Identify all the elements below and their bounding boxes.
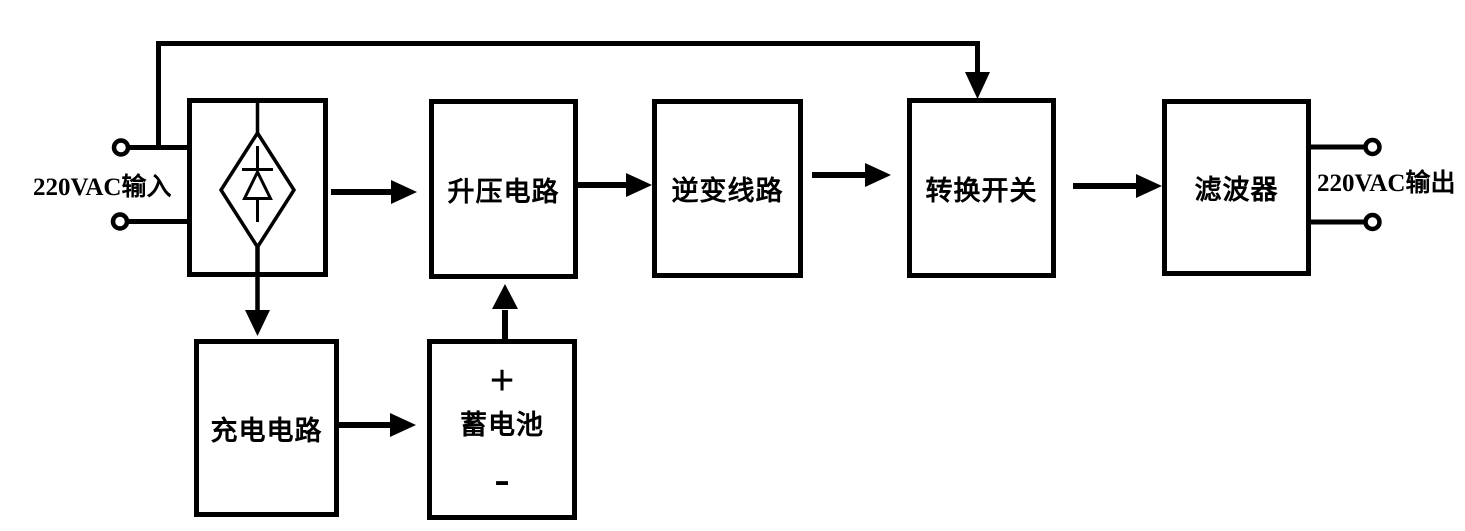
block-filter-label: 滤波器 (1194, 175, 1279, 205)
battery-plus-sign: + (489, 356, 515, 405)
arrow-charger-to-battery (337, 413, 416, 437)
block-transfer-switch: 转换开关 (907, 98, 1056, 278)
block-boost-label: 升压电路 (447, 176, 560, 207)
output-terminal-bottom-icon (1363, 212, 1382, 232)
output-voltage-label: 220VAC输出 (1317, 170, 1456, 197)
block-charger-circuit: 充电电路 (194, 339, 339, 517)
arrowhead-icon (626, 173, 652, 197)
input-terminal-top-icon (111, 138, 131, 157)
block-charger-label: 充电电路 (210, 415, 323, 446)
arrow-rectifier-to-charger (245, 247, 270, 336)
block-rectifier (187, 98, 328, 277)
block-inverter-label: 逆变线路 (671, 176, 784, 206)
block-transfer-switch-label: 转换开关 (925, 175, 1038, 206)
block-filter: 滤波器 (1162, 99, 1311, 276)
input-terminal-bottom-icon (110, 212, 130, 231)
block-battery: + 蓄电池 - (427, 339, 577, 520)
arrowhead-icon (492, 284, 518, 309)
arrow-switch-to-filter (1073, 174, 1162, 198)
arrow-battery-to-boost (492, 284, 518, 342)
arrowhead-icon (245, 310, 270, 336)
arrow-rectifier-to-boost (331, 180, 417, 204)
arrowhead-icon (865, 163, 891, 187)
arrow-boost-to-inverter (578, 173, 652, 197)
output-terminal-top-icon (1363, 137, 1382, 157)
arrowhead-icon (390, 413, 416, 437)
arrowhead-icon (1136, 174, 1162, 198)
block-inverter-circuit: 逆变线路 (652, 99, 803, 278)
bypass-arrowhead-icon (965, 72, 990, 99)
output-terminal-wires (1307, 137, 1382, 232)
block-battery-label: 蓄电池 (460, 410, 544, 440)
input-terminal-wires (110, 138, 192, 231)
input-voltage-label: 220VAC输入 (33, 174, 172, 201)
arrow-inverter-to-switch (812, 163, 891, 187)
battery-minus-sign: - (494, 453, 510, 504)
block-boost-circuit: 升压电路 (429, 99, 578, 279)
arrowhead-icon (391, 180, 417, 204)
bypass-line (156, 41, 990, 147)
